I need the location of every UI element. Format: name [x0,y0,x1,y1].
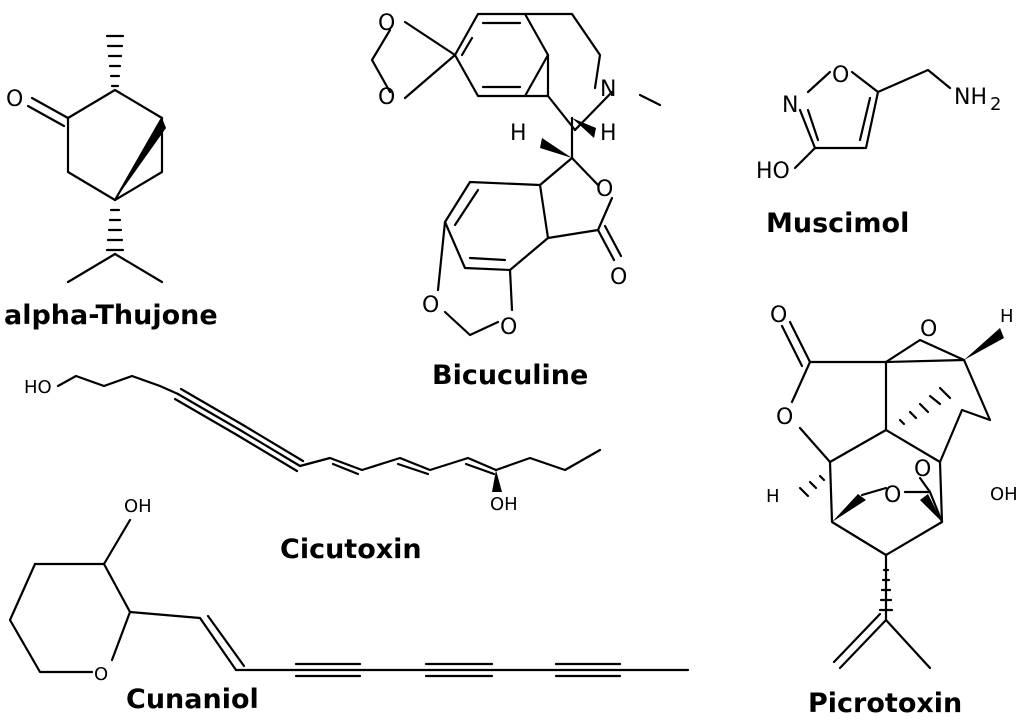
bicuculline-h1: H [510,121,527,146]
cicutoxin-structure: HO OH [24,374,602,515]
bicuculline-o3: O [596,177,613,202]
picrotoxin-label: Picrotoxin [808,688,962,719]
bicuculline-o1: O [378,11,395,36]
bicuculline-o2: O [378,85,395,110]
picrotoxin-o2: O [920,317,937,342]
muscimol-oxygen: O [832,63,849,88]
picrotoxin-hydroxyl: OH [990,484,1018,505]
cunaniol-structure: OH O [8,496,690,685]
thujone-label: alpha-Thujone [4,300,218,331]
cunaniol-label: Cunaniol [126,684,259,715]
muscimol-amine: NH [954,85,987,110]
cicutoxin-label: Cicutoxin [280,534,422,565]
muscimol-structure: O N NH 2 HO [756,63,1001,184]
cicutoxin-hydroxyl-left: HO [24,377,52,398]
muscimol-hydroxyl: HO [756,159,790,184]
picrotoxin-o3: O [776,405,793,430]
picrotoxin-o1: O [770,303,787,328]
muscimol-label: Muscimol [766,208,909,239]
muscimol-nitrogen: N [782,93,798,118]
thujone-structure: O [6,34,166,284]
cunaniol-hydroxyl: OH [124,496,152,517]
cunaniol-ring-oxygen: O [94,664,108,685]
bicuculline-h2: H [600,121,617,146]
muscimol-amine-subscript: 2 [990,94,1001,115]
bicuculline-o6: O [500,315,517,340]
picrotoxin-h1: H [1000,306,1014,327]
bicuculline-structure: O O N H H O O O O [370,11,662,340]
picrotoxin-o4: O [884,483,901,508]
bicuculline-o4: O [610,265,627,290]
cicutoxin-hydroxyl-right: OH [490,494,518,515]
picrotoxin-o5: O [914,457,931,482]
thujone-oxygen: O [6,87,23,112]
bicuculline-label: Bicuculine [432,360,588,391]
bicuculline-o5: O [422,293,439,318]
picrotoxin-h2: H [766,486,780,507]
bicuculline-n: N [600,77,616,102]
picrotoxin-structure: O O H O H O O OH [766,303,1018,670]
